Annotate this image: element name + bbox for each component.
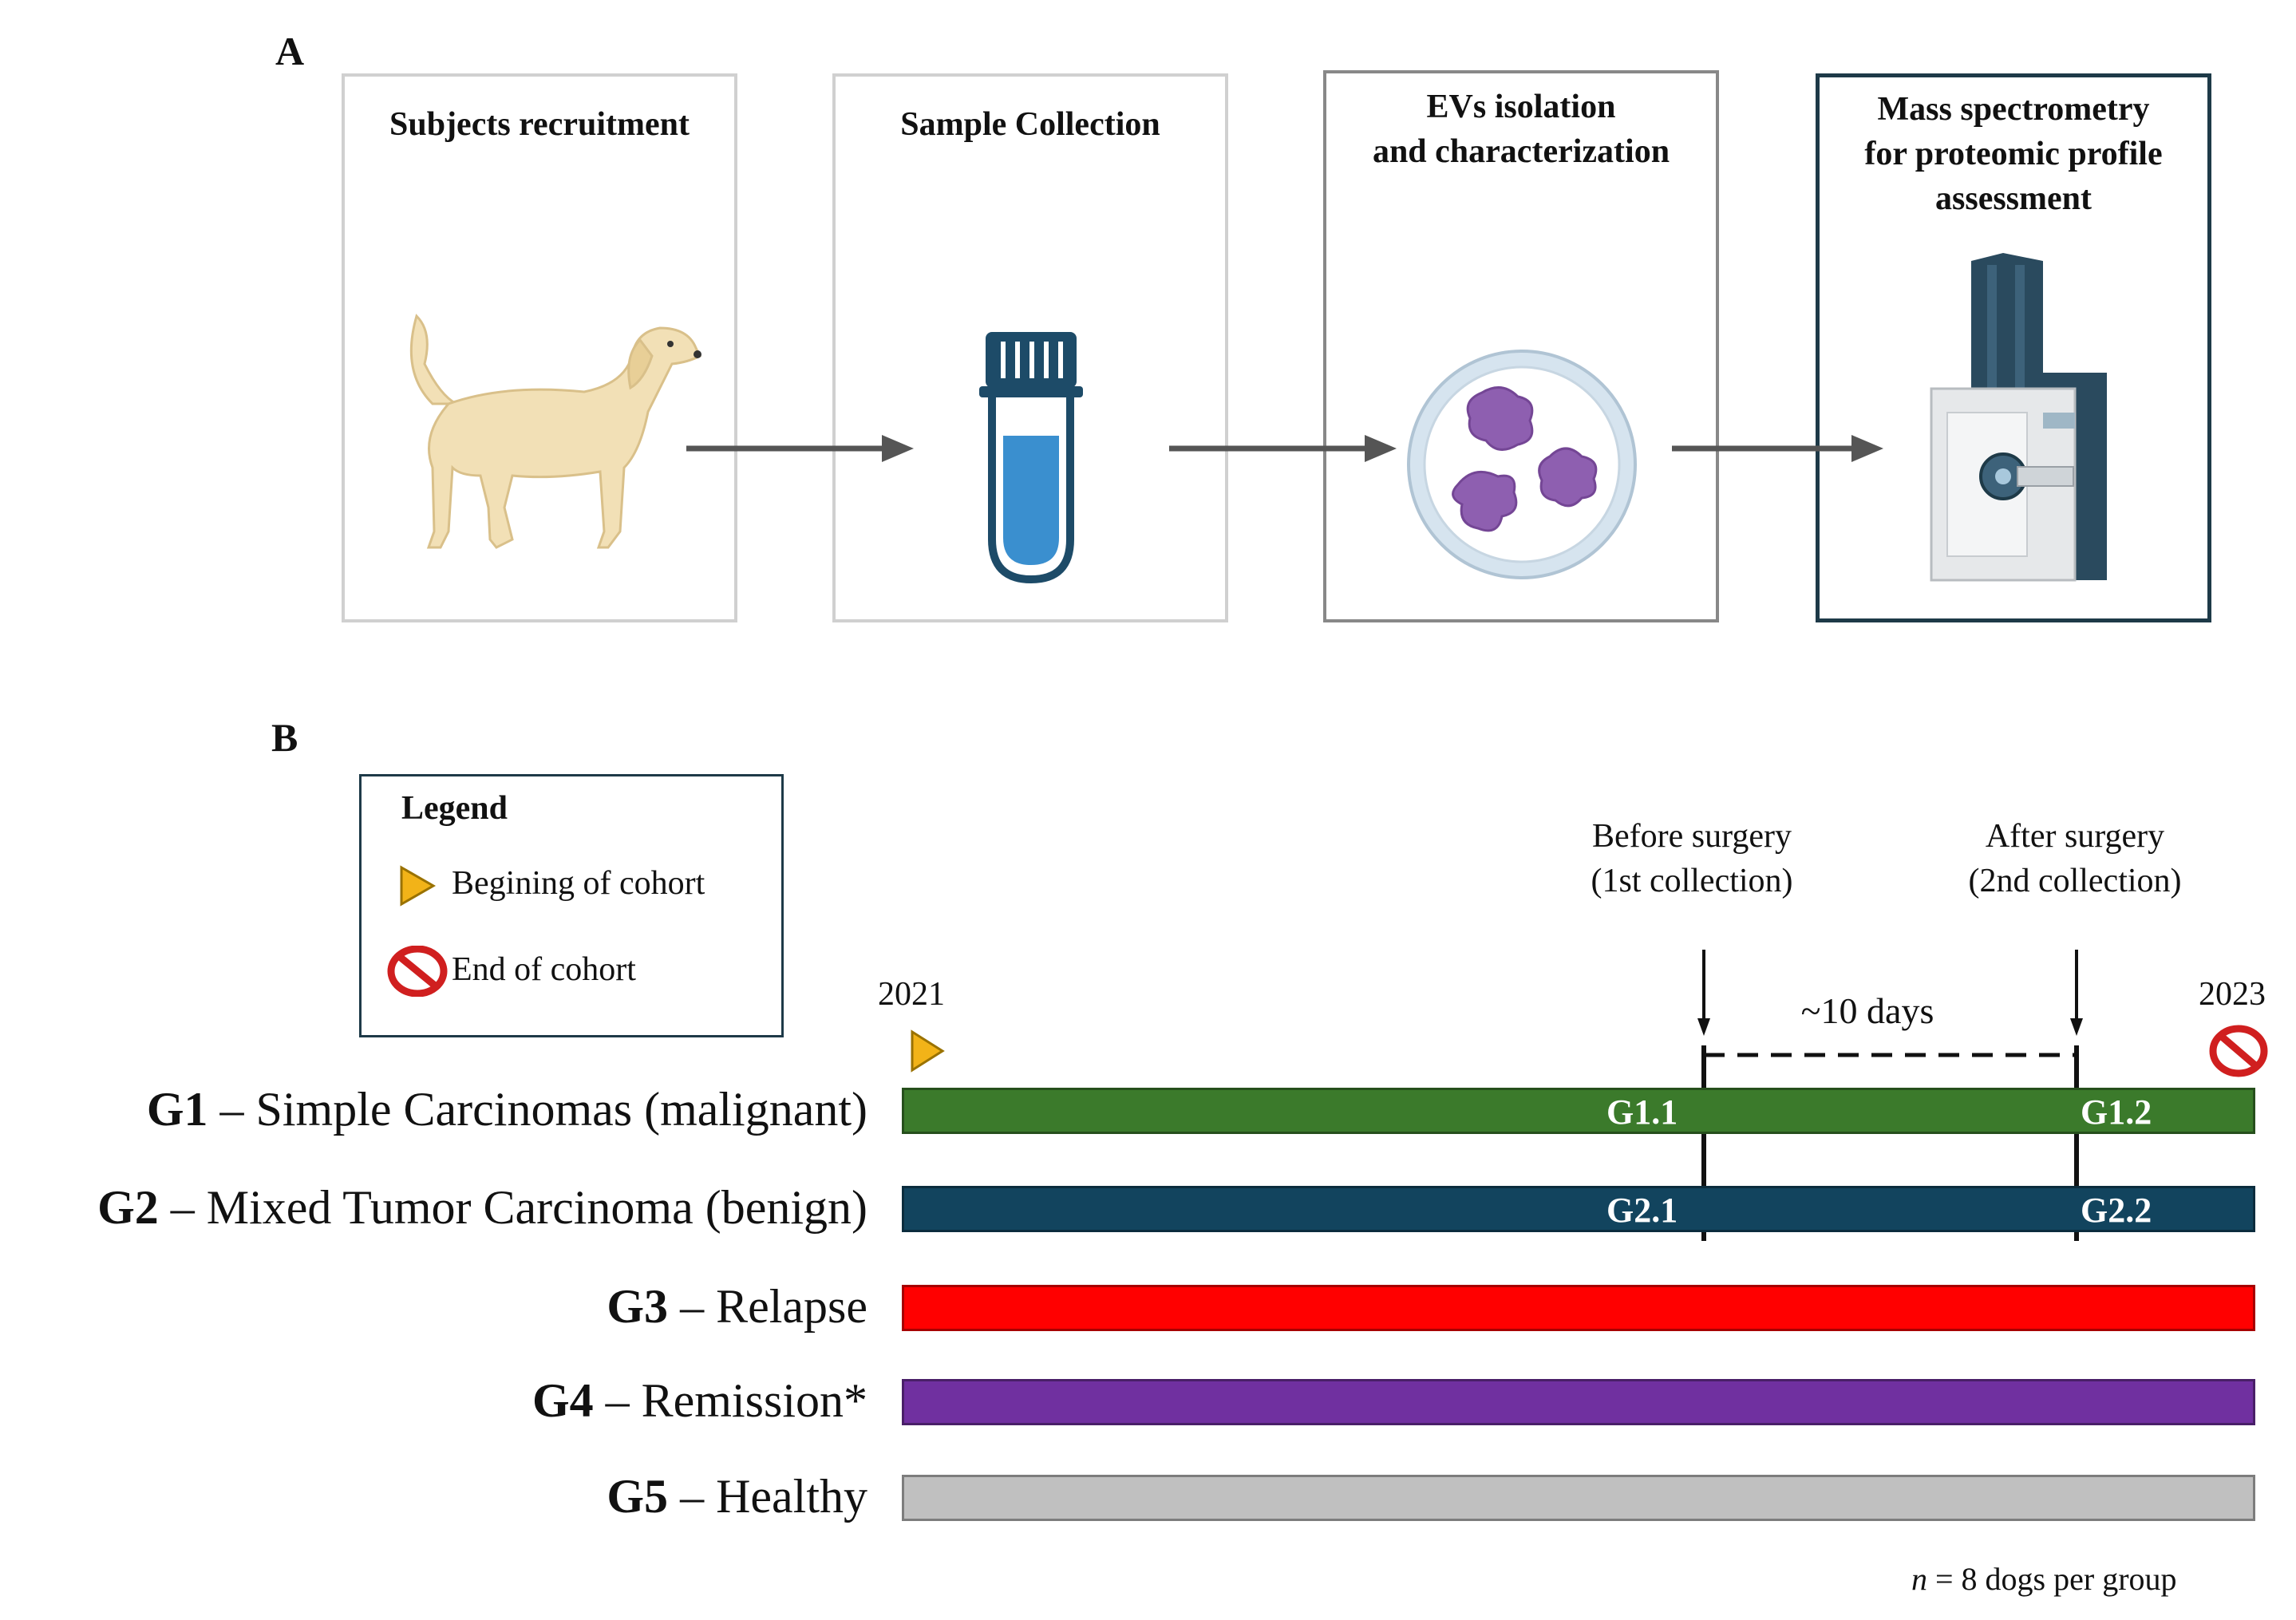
group-label-g1: G1 – Simple Carcinomas (malignant) [146,1083,867,1136]
panel-a-label: A [275,29,305,73]
dog-icon [409,314,701,549]
legend-box: Legend Begining of cohort End of cohort [359,774,784,1037]
test-tube-icon [979,332,1083,584]
collection-label-g1-1: G1.1 [1606,1093,1678,1132]
arrow-3-head [1851,435,1883,462]
collection-label-g2-2: G2.2 [2081,1191,2152,1230]
group-label-g4: G4 – Remission* [532,1374,867,1427]
before-surgery-label: Before surgery (1st collection) [1591,818,1793,899]
group-bar-g5 [902,1475,2255,1521]
flow-arrows [686,435,1883,462]
legend-start-label: Begining of cohort [452,865,705,902]
group-bar-g1: G1.1 G1.2 [902,1088,2255,1134]
cohort-start-marker [911,1029,945,1073]
legend-end-label: End of cohort [452,951,636,988]
group-label-g3: G3 – Relapse [607,1280,867,1333]
start-year-label: 2021 [878,976,945,1013]
group-bar-g4 [902,1379,2255,1425]
step-box-sample-collection: Sample Collection [832,73,1228,622]
step-box-evs-isolation: EVs isolation and characterization [1323,70,1719,622]
prohibited-icon [387,946,448,997]
step-title: EVs isolation and characterization [1372,89,1670,170]
after-surgery-label: After surgery (2nd collection) [1968,818,2182,899]
end-year-label: 2023 [2199,976,2266,1013]
legend-title: Legend [401,790,508,827]
arrow-2-head [1365,435,1397,462]
arrow-1-head [882,435,914,462]
step-title: Subjects recruitment [389,106,690,143]
panel-b-label: B [271,715,298,760]
cohort-end-marker [2209,1025,2268,1077]
group-label-g2: G2 – Mixed Tumor Carcinoma (benign) [97,1181,867,1234]
step-box-mass-spectrometry: Mass spectrometry for proteomic profile … [1816,73,2211,622]
collection-label-g2-1: G2.1 [1606,1191,1678,1230]
play-triangle-icon [400,865,437,907]
sample-size-note: n = 8 dogs per group [1911,1561,2177,1597]
collection-label-g1-2: G1.2 [2081,1093,2152,1132]
step-title: Sample Collection [900,106,1160,143]
group-bar-g2: G2.1 G2.2 [902,1186,2255,1232]
step-box-subjects-recruitment: Subjects recruitment [342,73,737,622]
mass-spectrometer-icon [1930,253,2107,582]
step-title: Mass spectrometry for proteomic profile … [1864,91,2163,217]
group-bar-g3 [902,1285,2255,1331]
interval-label: ~10 days [1800,990,1934,1031]
extracellular-vesicles-icon [1407,350,1637,579]
group-label-g5: G5 – Healthy [607,1470,867,1523]
